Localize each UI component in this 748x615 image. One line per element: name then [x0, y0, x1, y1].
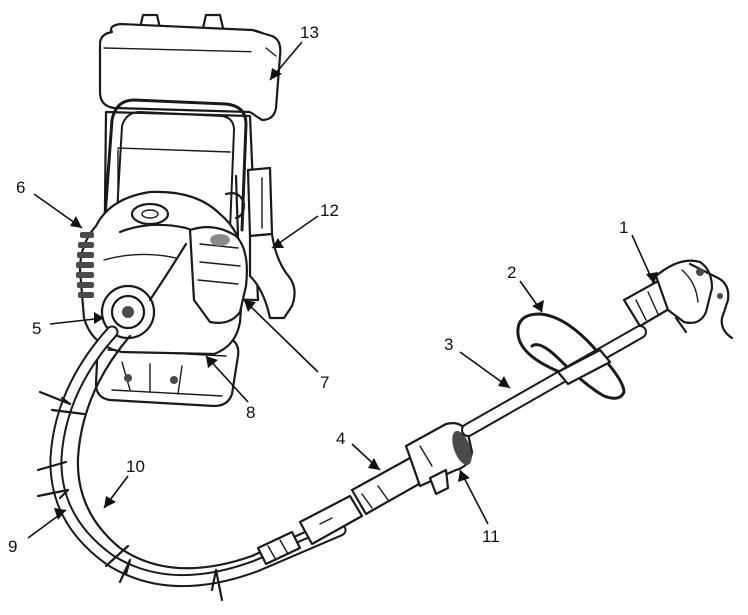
callout-6: 6: [16, 178, 25, 197]
leader-9-arrow: [54, 508, 66, 520]
callout-12: 12: [320, 201, 339, 220]
leader-4-arrow: [368, 458, 380, 470]
callout-10: 10: [126, 457, 145, 476]
leader-10-arrow: [104, 496, 116, 508]
leader-5-arrow: [94, 312, 104, 324]
callout-8: 8: [246, 403, 255, 422]
leader-lines: [27, 41, 658, 539]
leader-7: [243, 299, 319, 373]
callout-7: 7: [320, 373, 329, 392]
drive-shaft: [256, 259, 734, 566]
leader-11-arrow: [458, 470, 470, 482]
engine-unit: [76, 190, 248, 408]
leader-3-arrow: [498, 376, 510, 388]
callout-4: 4: [336, 429, 345, 448]
leader-13-arrow: [270, 68, 282, 80]
leader-7-arrow: [244, 300, 256, 312]
callout-labels: 1 2 3 4 5 6 7 8 9 10 11 12 13: [8, 23, 628, 556]
callout-5: 5: [32, 319, 41, 338]
leader-6-arrow: [70, 216, 82, 228]
leader-1-arrow: [646, 272, 658, 284]
leader-8-arrow: [206, 356, 218, 368]
callout-2: 2: [507, 263, 516, 282]
flexible-drive-tube: [36, 325, 347, 602]
callout-11: 11: [482, 527, 500, 546]
leader-2-arrow: [532, 300, 544, 312]
callout-9: 9: [8, 537, 17, 556]
callout-3: 3: [444, 335, 453, 354]
callout-1: 1: [619, 218, 628, 237]
backpad-cushion: [98, 13, 282, 122]
callout-13: 13: [300, 23, 319, 42]
leader-12-arrow: [272, 238, 284, 248]
